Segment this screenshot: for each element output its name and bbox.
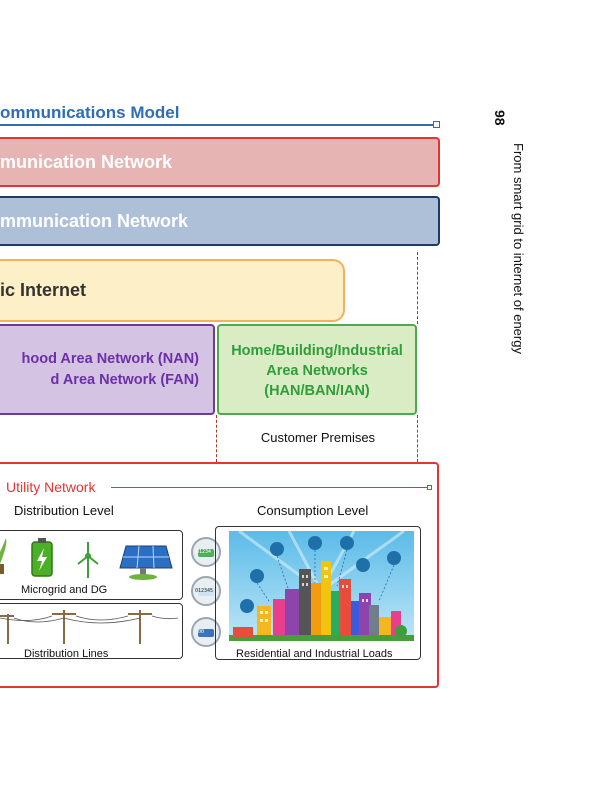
han-ban-ian-box: Home/Building/Industrial Area Networks (…: [217, 324, 417, 415]
meter-reading-3: 00: [198, 629, 205, 635]
backhaul-network-label: mmunication Network: [0, 210, 189, 231]
smart-meter-icon: [191, 617, 221, 647]
loads-label: Residential and Industrial Loads: [236, 648, 393, 660]
solar-panel-icon: [119, 545, 173, 580]
microgrid-label: Microgrid and DG: [21, 584, 108, 596]
battery-icon: [31, 538, 53, 577]
running-head: From smart grid to internet of energy: [511, 143, 526, 354]
han-label-line2: Area Networks: [266, 363, 368, 379]
title-underline: [0, 124, 436, 126]
consumption-level-label: Consumption Level: [257, 503, 369, 518]
microgrid-box: [0, 530, 183, 600]
customer-premises-label: Customer Premises: [260, 430, 376, 445]
premises-divider-right: [417, 415, 418, 462]
smart-city-illustration: [229, 531, 414, 641]
distribution-lines-label: Distribution Lines: [24, 648, 109, 660]
core-network-label: munication Network: [0, 151, 173, 172]
internet-band: ic Internet: [0, 259, 345, 322]
plant-icon: [0, 538, 7, 574]
loads-box: [215, 526, 421, 660]
meter-reading-1: 01234: [196, 549, 212, 555]
fan-label: d Area Network (FAN): [50, 372, 199, 388]
internet-label: ic Internet: [0, 280, 87, 300]
smart-meter-icon: [191, 576, 221, 606]
title-line-end-marker: [433, 121, 440, 128]
nan-label: hood Area Network (NAN): [21, 351, 200, 367]
han-label-line1: Home/Building/Industrial: [231, 343, 403, 359]
utility-network-box: [0, 462, 439, 688]
han-label-line3: (HAN/BAN/IAN): [264, 383, 370, 399]
wind-turbine-icon: [77, 542, 99, 578]
backhaul-network-band: mmunication Network: [0, 196, 440, 246]
distribution-lines-icon: [0, 610, 179, 644]
distribution-lines-box: [0, 603, 183, 659]
premises-divider-left: [216, 415, 217, 462]
page-number: 98: [492, 110, 508, 126]
microgrid-icons: [0, 538, 173, 580]
figure-title: ommunications Model: [0, 103, 180, 122]
smart-meter-icon: [191, 537, 221, 567]
core-network-band: munication Network: [0, 137, 440, 187]
utility-network-line: [111, 487, 429, 488]
distribution-level-label: Distribution Level: [14, 503, 114, 518]
utility-line-end-marker: [427, 485, 432, 490]
nan-fan-box: hood Area Network (NAN) d Area Network (…: [0, 324, 215, 415]
premises-divider-right-top: [417, 252, 418, 324]
meter-reading-2: 012345: [195, 588, 214, 594]
utility-network-label: Utility Network: [6, 479, 96, 495]
